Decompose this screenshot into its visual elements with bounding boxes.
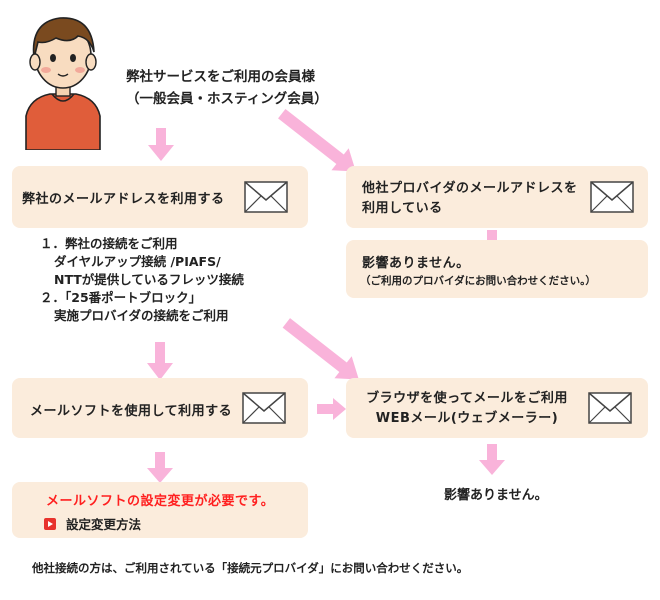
no-effect-1-label: 影響ありません。 xyxy=(362,256,470,271)
box-change-required: メールソフトの設定変更が必要です。 設定変更方法 xyxy=(12,482,308,538)
arrow-down-5 xyxy=(479,444,505,475)
box-own-address: 弊社のメールアドレスを利用する xyxy=(12,166,308,228)
condition-1-line1: １．弊社の接続をご利用 xyxy=(40,236,178,251)
box-browser: ブラウザを使ってメールをご利用 WEBメール(ウェブメーラー) xyxy=(346,378,648,438)
header-line2: （一般会員・ホスティング会員） xyxy=(126,91,328,107)
envelope-icon xyxy=(242,392,286,424)
arrow-diagonal-2 xyxy=(282,318,359,380)
arrow-down-4 xyxy=(147,452,173,483)
arrow-right-1 xyxy=(317,398,346,420)
browser-label: ブラウザを使ってメールをご利用 WEBメール(ウェブメーラー) xyxy=(360,389,574,429)
mail-soft-label: メールソフトを使用して利用する xyxy=(30,404,233,419)
other-provider-label: 他社プロバイダのメールアドレスを 利用している xyxy=(362,179,577,219)
conditions-list: １．弊社の接続をご利用 ダイヤルアップ接続 /PIAFS/ NTTが提供している… xyxy=(40,235,244,325)
condition-2-line1: ２．「25番ポートブロック」 xyxy=(40,290,202,305)
condition-1-line3: NTTが提供しているフレッツ接続 xyxy=(54,272,244,287)
condition-1-line2: ダイヤルアップ接続 /PIAFS/ xyxy=(54,254,221,269)
envelope-icon xyxy=(590,181,634,213)
own-address-label: 弊社のメールアドレスを利用する xyxy=(22,192,225,207)
header-line1: 弊社サービスをご利用の会員様 xyxy=(126,69,315,85)
box-mail-soft: メールソフトを使用して利用する xyxy=(12,378,308,438)
envelope-icon xyxy=(244,181,288,213)
condition-2-line2: 実施プロバイダの接続をご利用 xyxy=(54,308,229,323)
change-required-label: メールソフトの設定変更が必要です。 xyxy=(46,494,275,509)
other-provider-line2: 利用している xyxy=(362,201,443,216)
browser-line1: ブラウザを使ってメールをご利用 xyxy=(366,391,568,406)
arrow-down-1 xyxy=(148,128,174,161)
change-method-link[interactable]: 設定変更方法 xyxy=(44,514,141,533)
header-title: 弊社サービスをご利用の会員様 （一般会員・ホスティング会員） xyxy=(126,66,328,110)
arrow-diagonal-1 xyxy=(278,108,356,172)
browser-line2: WEBメール(ウェブメーラー) xyxy=(375,411,559,426)
avatar-illustration xyxy=(25,17,101,151)
other-provider-line1: 他社プロバイダのメールアドレスを xyxy=(362,181,578,196)
box-other-provider: 他社プロバイダのメールアドレスを 利用している xyxy=(346,166,648,228)
play-icon xyxy=(44,517,56,530)
change-method-label: 設定変更方法 xyxy=(66,517,142,532)
box-no-effect-1: 影響ありません。 （ご利用のプロバイダにお問い合わせください。） xyxy=(346,240,648,298)
person-avatar xyxy=(20,8,106,151)
arrow-down-3 xyxy=(147,342,173,380)
no-effect-1-note: （ご利用のプロバイダにお問い合わせください。） xyxy=(360,275,596,287)
no-effect-2-label: 影響ありません。 xyxy=(444,488,548,503)
footer-note: 他社接続の方は、ご利用されている「接続元プロバイダ」にお問い合わせください。 xyxy=(32,561,469,575)
envelope-icon xyxy=(588,392,632,424)
